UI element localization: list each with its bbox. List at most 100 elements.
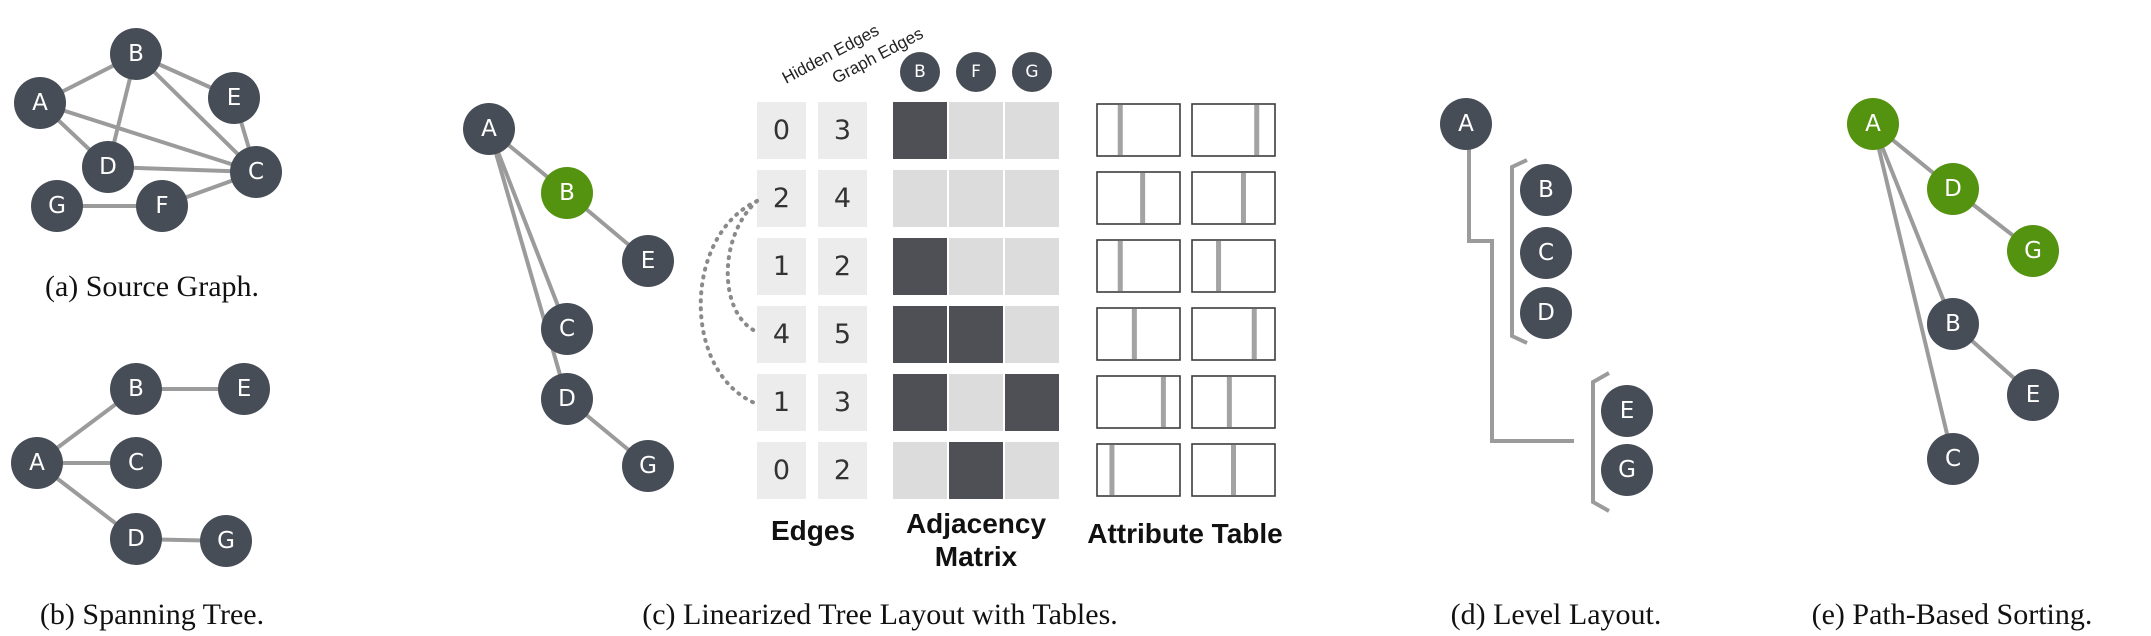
node-label: G [48,193,66,219]
hidden-edge-connector-inner [725,199,759,334]
panel-a-source-graph: A B E D C G F (a) Source Graph. [14,28,282,303]
caption-b: (b) Spanning Tree. [40,598,264,631]
adjacency-cell [893,170,947,227]
node-F: F [136,180,188,232]
hidden-edge-connector-outer [698,199,759,406]
node-label: A [32,90,48,116]
hidden-edges-value: 2 [773,183,790,214]
node-E: E [622,235,674,287]
adjacency-label: Adjacency [906,508,1046,539]
panel-e-path-sorting: A D G B E C (e) Path-Based Sorting. [1812,98,2093,631]
hidden-edges-value: 1 [773,387,790,418]
attribute-value-mark [1251,309,1257,359]
adjacency-cell [1005,238,1059,295]
graph-edges-value: 5 [834,319,851,350]
attribute-value-mark [1254,105,1260,155]
adjacency-cell [949,306,1003,363]
graph-edges-cell [818,238,867,295]
node-label: E [641,248,656,274]
node-A: A [1440,98,1492,150]
node-C: C [1927,433,1979,485]
attribute-cell [1096,103,1181,157]
attribute-value-mark [1226,377,1232,427]
attribute-cell [1191,103,1276,157]
caption-e: (e) Path-Based Sorting. [1812,598,2093,631]
attribute-cell [1191,307,1276,361]
matrix-header-node-B: B [900,52,940,92]
node-E: E [1601,385,1653,437]
node-B: B [110,363,162,415]
adjacency-cell [893,306,947,363]
attribute-table-label: Attribute Table [1087,518,1282,549]
node-label: C [128,450,144,476]
node-A-highlighted: A [1847,98,1899,150]
hidden-edges-value: 1 [773,251,790,282]
node-label: E [2026,382,2041,408]
adjacency-cell [893,374,947,431]
panel-c-linearized-tree: A B E C D G Hidden Edges Graph Edges B F… [463,21,1283,631]
adjacency-cell [949,170,1003,227]
matrix-header-node-G: G [1012,52,1052,92]
graph-edges-value: 3 [834,387,851,418]
node-D-highlighted: D [1927,163,1979,215]
node-label: D [1944,176,1962,202]
attribute-cell [1096,307,1181,361]
node-label: B [128,376,144,402]
matrix-header-node-F: F [956,52,996,92]
hidden-edges-cell [757,306,806,363]
node-D: D [82,141,134,193]
node-label: F [971,62,981,82]
level-bracket-1 [1510,158,1528,345]
node-C: C [1520,227,1572,279]
graph-edges-cell [818,102,867,159]
node-label: B [914,62,926,82]
node-label: G [1025,62,1038,82]
caption-a: (a) Source Graph. [45,270,259,303]
node-G: G [622,440,674,492]
adjacency-cell [949,238,1003,295]
attribute-cell [1191,171,1276,225]
adjacency-cell [1005,170,1059,227]
attribute-cell [1191,239,1276,293]
attribute-value-mark [1117,105,1123,155]
adjacency-cell [893,102,947,159]
node-label: F [155,193,168,219]
attribute-value-mark [1216,241,1222,291]
attribute-value-mark [1160,377,1166,427]
node-B: B [1927,298,1979,350]
node-G: G [1601,444,1653,496]
node-E: E [2007,369,2059,421]
node-label: C [559,316,575,342]
hidden-edges-cell [757,170,806,227]
node-label: D [558,386,576,412]
node-label: A [29,450,45,476]
matrix-label: Matrix [935,541,1018,572]
node-label: B [1945,311,1961,337]
node-C: C [230,146,282,198]
panel-b-spanning-tree: A B E C D G (b) Spanning Tree. [11,363,270,631]
node-B-highlighted: B [541,167,593,219]
node-label: G [639,453,657,479]
attribute-value-mark [1240,173,1246,223]
attribute-cell [1191,375,1276,429]
attribute-cell [1096,375,1181,429]
attribute-value-mark [1231,445,1236,495]
adjacency-cell [893,238,947,295]
hidden-edges-cell [757,442,806,499]
node-label: D [99,154,117,180]
caption-d: (d) Level Layout. [1451,598,1662,631]
adjacency-cell [1005,374,1059,431]
node-label: A [481,116,497,142]
graph-edges-cell [818,170,867,227]
hidden-edges-value: 0 [773,455,790,486]
adjacency-cell [893,442,947,499]
node-E: E [218,363,270,415]
node-label: A [1458,111,1474,137]
attribute-value-mark [1140,173,1146,223]
node-label: B [1538,177,1554,203]
node-label: C [1945,446,1961,472]
node-D: D [541,373,593,425]
node-D: D [1520,287,1572,339]
attribute-cell [1096,171,1181,225]
